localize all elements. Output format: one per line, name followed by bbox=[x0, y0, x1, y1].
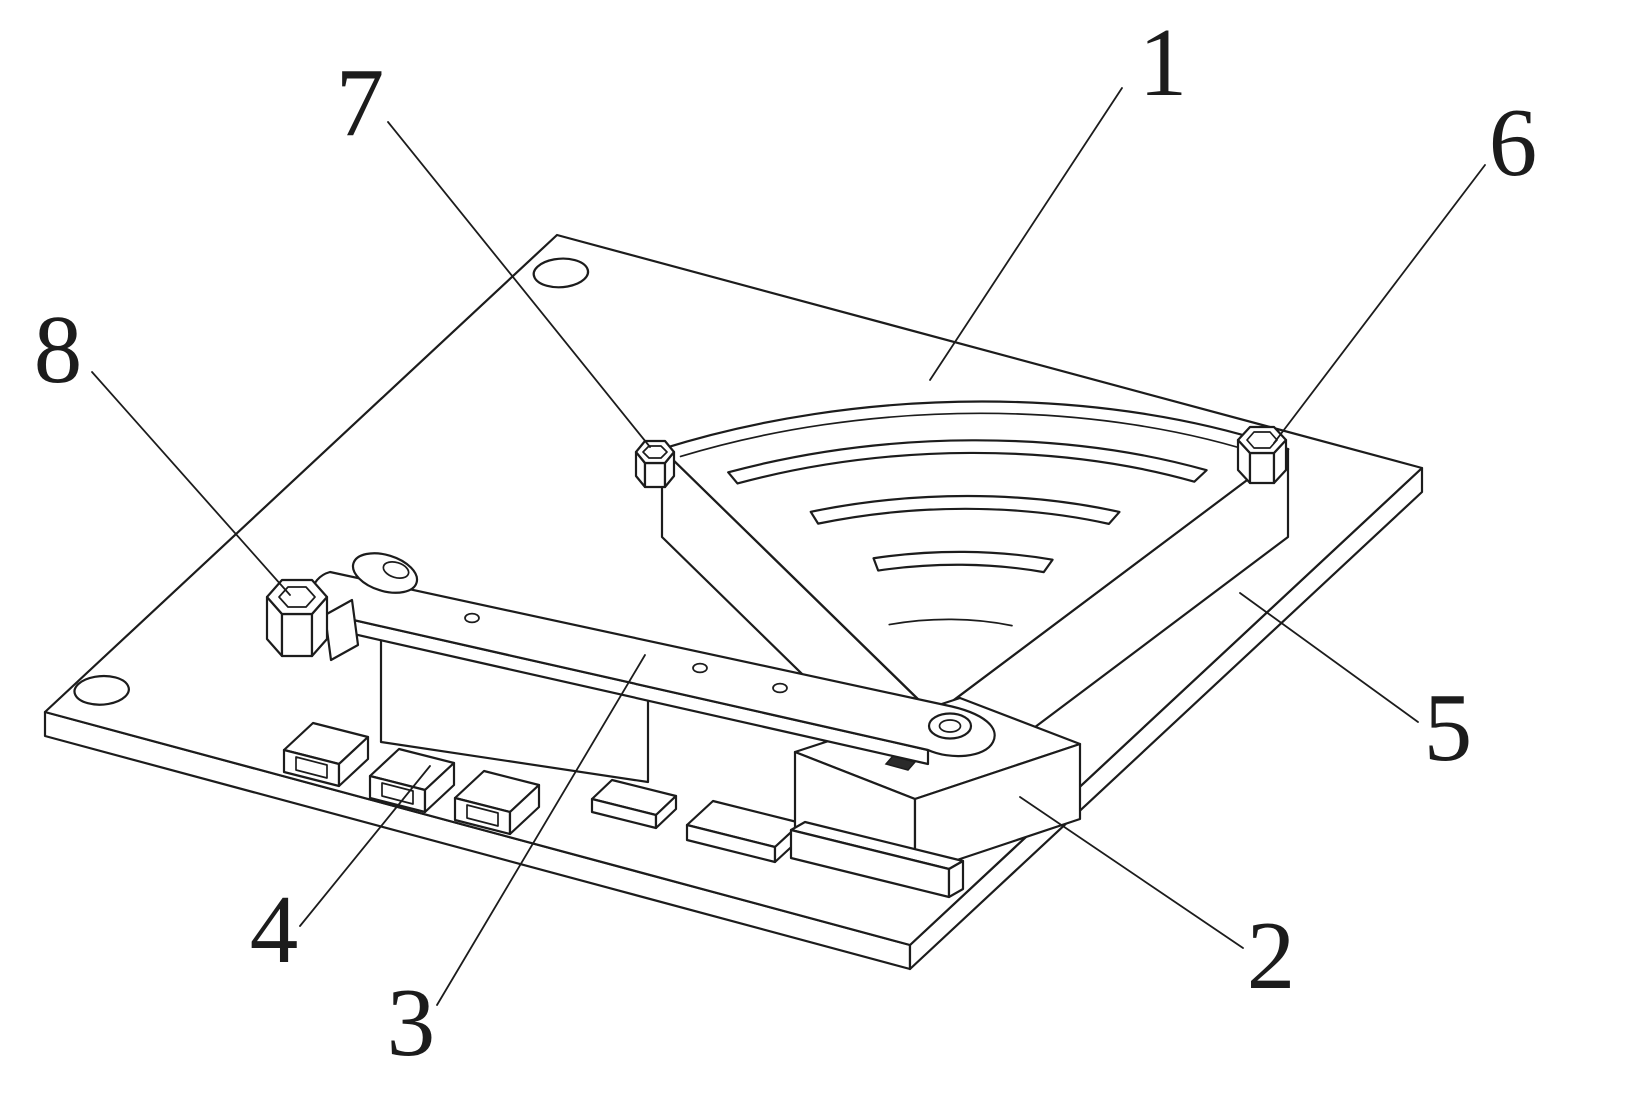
hex-bolt-7-top bbox=[634, 439, 676, 465]
leader-line-7 bbox=[387, 121, 651, 448]
leader-line-4 bbox=[299, 765, 431, 927]
hex-bolt-6-top bbox=[1236, 425, 1288, 455]
connector-box-2-recess bbox=[381, 782, 414, 805]
leader-line-1 bbox=[929, 87, 1123, 381]
arc-slot-inner bbox=[864, 522, 1056, 606]
mounting-hole-top bbox=[524, 254, 598, 292]
hex-bolt-8-top bbox=[265, 578, 329, 616]
connector-box-1 bbox=[282, 721, 370, 788]
leader-line-2 bbox=[1019, 796, 1244, 949]
module-step-side bbox=[947, 859, 965, 899]
connector-box-3 bbox=[453, 769, 541, 836]
hex-bolt-6 bbox=[1236, 425, 1288, 485]
hex-bolt-8 bbox=[265, 578, 329, 658]
connector-box-2 bbox=[368, 747, 456, 814]
hex-bolt-8-face-mid bbox=[280, 612, 314, 658]
flat-chip-1 bbox=[590, 778, 678, 830]
callout-label-1: 1 bbox=[1139, 9, 1188, 116]
connector-box-3-side bbox=[508, 783, 541, 836]
callout-label-8: 8 bbox=[34, 296, 83, 403]
connector-box-2-side bbox=[423, 761, 456, 814]
pivot-hole-inner bbox=[938, 719, 962, 733]
sector-hub-arc bbox=[889, 600, 1012, 651]
leader-line-6 bbox=[1273, 164, 1486, 444]
hex-bolt-8-socket bbox=[278, 586, 316, 608]
callout-label-4: 4 bbox=[250, 876, 299, 983]
callout-labels: 1 7 6 8 5 2 4 3 bbox=[34, 9, 1538, 1076]
hex-bolt-7 bbox=[634, 439, 676, 489]
callout-label-3: 3 bbox=[387, 969, 436, 1076]
hex-bolt-7-face-mid bbox=[643, 461, 667, 489]
leader-lines bbox=[91, 87, 1486, 1006]
arm-hole-2 bbox=[692, 662, 708, 674]
flat-chip-1-side bbox=[654, 794, 678, 830]
arc-slot-outer bbox=[721, 371, 1207, 579]
callout-label-7: 7 bbox=[336, 49, 385, 156]
sector-rim-step-arc bbox=[681, 333, 1269, 579]
connector-box-3-recess bbox=[466, 804, 499, 827]
flat-chip-2 bbox=[685, 799, 803, 864]
callout-label-6: 6 bbox=[1489, 89, 1538, 196]
callout-label-5: 5 bbox=[1424, 674, 1473, 781]
leader-line-5 bbox=[1239, 592, 1419, 723]
mounting-hole-left bbox=[64, 671, 138, 709]
connector-box-1-recess bbox=[295, 756, 328, 779]
callout-label-2: 2 bbox=[1247, 902, 1296, 1009]
pivot-hole-outer bbox=[927, 712, 973, 740]
arm-hole-1 bbox=[464, 612, 480, 624]
leader-line-3 bbox=[436, 654, 646, 1006]
arm-end-bracket bbox=[323, 598, 360, 662]
connector-box-1-side bbox=[337, 735, 370, 788]
lever-arm bbox=[310, 552, 996, 766]
hex-bolt-6-face-mid bbox=[1248, 451, 1276, 485]
arm-roller-face bbox=[382, 561, 410, 579]
arc-slot-middle bbox=[803, 447, 1122, 584]
leader-line-8 bbox=[91, 371, 291, 596]
arm-hole-3 bbox=[772, 682, 788, 694]
